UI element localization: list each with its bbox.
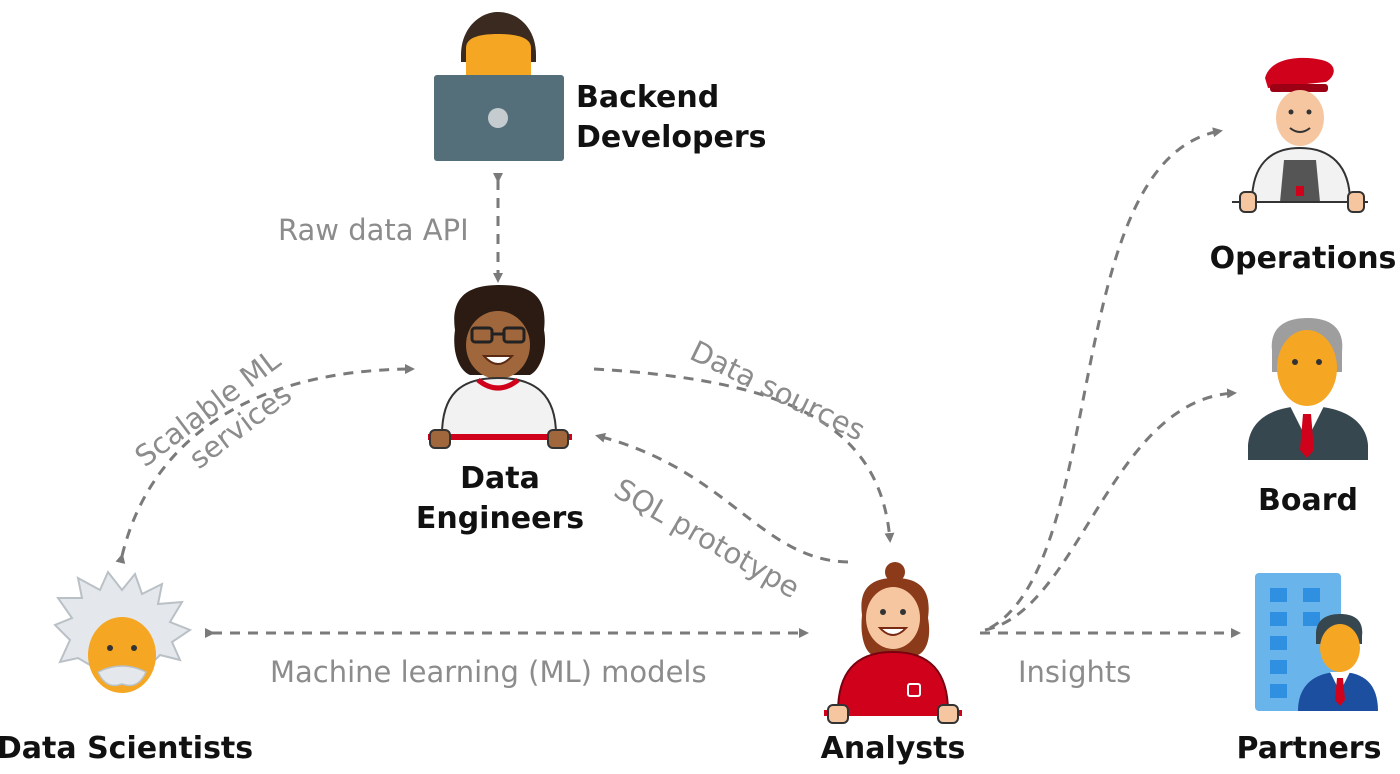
node-board: Board — [1248, 318, 1368, 518]
node-data-engineers: Data Engineers — [416, 285, 584, 536]
analysts-label: Analysts — [821, 731, 966, 766]
label-ml-models: Machine learning (ML) models — [270, 655, 707, 689]
label-data-sources: Data sources — [685, 334, 871, 448]
edge-insights-board — [984, 388, 1237, 632]
edge-data-sources — [593, 367, 895, 543]
board-label: Board — [1258, 483, 1358, 518]
label-raw-data-api: Raw data API — [278, 213, 469, 247]
operations-label: Operations — [1210, 241, 1397, 276]
edge-labels: Raw data API Scalable ML services Data s… — [128, 213, 1131, 689]
edge-insights-operations — [989, 127, 1223, 630]
edges — [115, 127, 1241, 638]
data-engineer-icon — [428, 285, 572, 449]
developer-laptop-icon — [434, 12, 564, 161]
analyst-icon — [824, 562, 962, 724]
chef-icon — [1232, 57, 1368, 213]
node-data-scientists: Data Scientists — [0, 570, 253, 766]
backend-developers-label-line2: Developers — [576, 120, 767, 155]
data-engineers-label-line2: Engineers — [416, 501, 584, 536]
data-scientist-icon — [53, 570, 193, 693]
node-analysts: Analysts — [821, 562, 966, 766]
edge-sql-prototype — [595, 432, 849, 564]
data-engineers-label-line1: Data — [460, 461, 540, 496]
label-insights: Insights — [1018, 655, 1131, 689]
node-partners: Partners — [1237, 573, 1382, 766]
executive-icon — [1248, 318, 1368, 460]
node-operations: Operations — [1210, 57, 1397, 276]
backend-developers-label-line1: Backend — [576, 80, 719, 115]
partners-label: Partners — [1237, 731, 1382, 766]
node-backend-developers: Backend Developers — [434, 12, 767, 161]
edge-scalable-ml-services — [115, 364, 415, 564]
partner-building-icon — [1255, 573, 1378, 711]
data-scientists-label: Data Scientists — [0, 731, 253, 766]
